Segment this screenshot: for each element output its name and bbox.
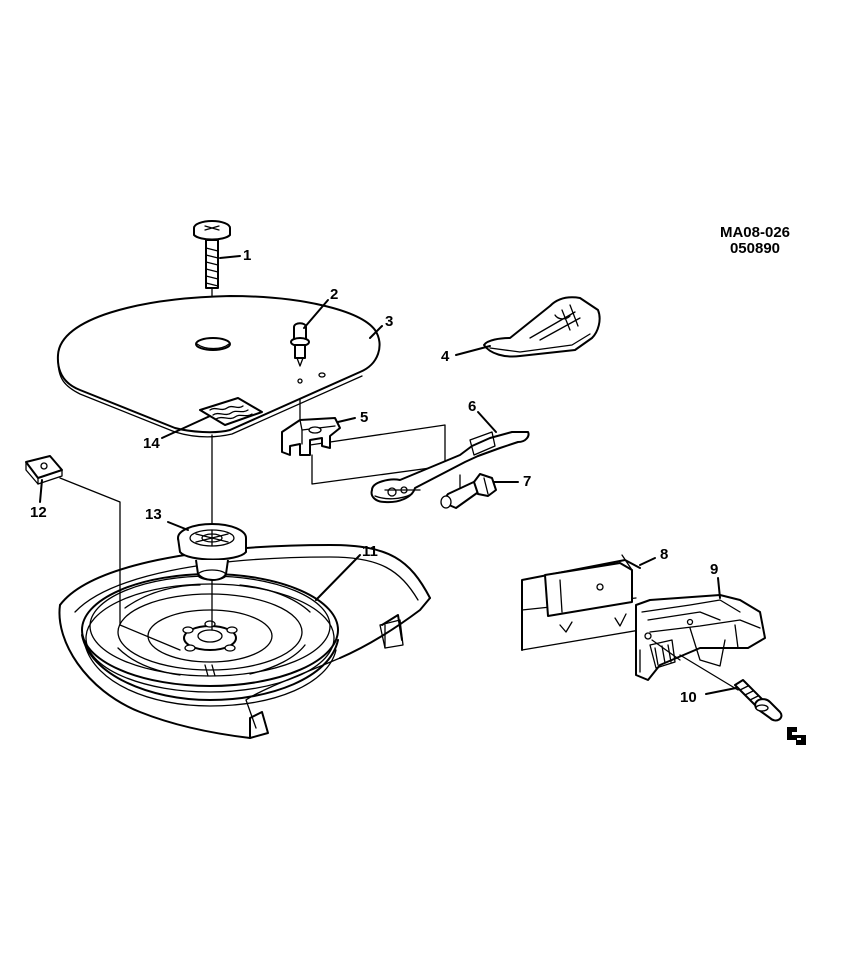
jack-retainer	[635, 594, 766, 681]
callout-6: 6	[468, 398, 477, 415]
hold-down-bolt	[193, 220, 231, 289]
callout-8: 8	[660, 546, 669, 563]
wing-bolt	[679, 654, 783, 722]
callout-9: 9	[710, 561, 719, 578]
callout-4: 4	[441, 348, 450, 365]
retainer-nut	[25, 455, 63, 485]
tire-info-label	[199, 397, 263, 426]
drawing-code: MA08-026 050890	[705, 225, 805, 257]
callout-5: 5	[360, 409, 369, 426]
callout-12: 12	[30, 504, 47, 521]
callout-14: 14	[143, 435, 160, 452]
callout-13: 13	[145, 506, 162, 523]
drawing-date: 050890	[729, 239, 781, 257]
callout-10: 10	[680, 689, 697, 706]
hold-down-spacer	[177, 523, 247, 581]
jack-handle	[370, 431, 530, 504]
wheel-nut-socket	[440, 473, 497, 509]
callout-leaders	[39, 255, 737, 695]
callout-1: 1	[243, 247, 252, 264]
body-bracket	[521, 554, 641, 651]
jack-clip	[281, 417, 341, 456]
callout-2: 2	[330, 286, 339, 303]
spare-tire	[81, 573, 339, 707]
callout-7: 7	[523, 473, 532, 490]
gm-service-mark-icon	[787, 727, 806, 745]
jack-base	[483, 296, 601, 358]
spare-tire-well	[58, 544, 431, 739]
drawing-number: MA08-026	[719, 224, 791, 241]
callout-11: 11	[362, 543, 378, 560]
retainer-pin	[290, 322, 310, 367]
callout-3: 3	[385, 313, 394, 330]
